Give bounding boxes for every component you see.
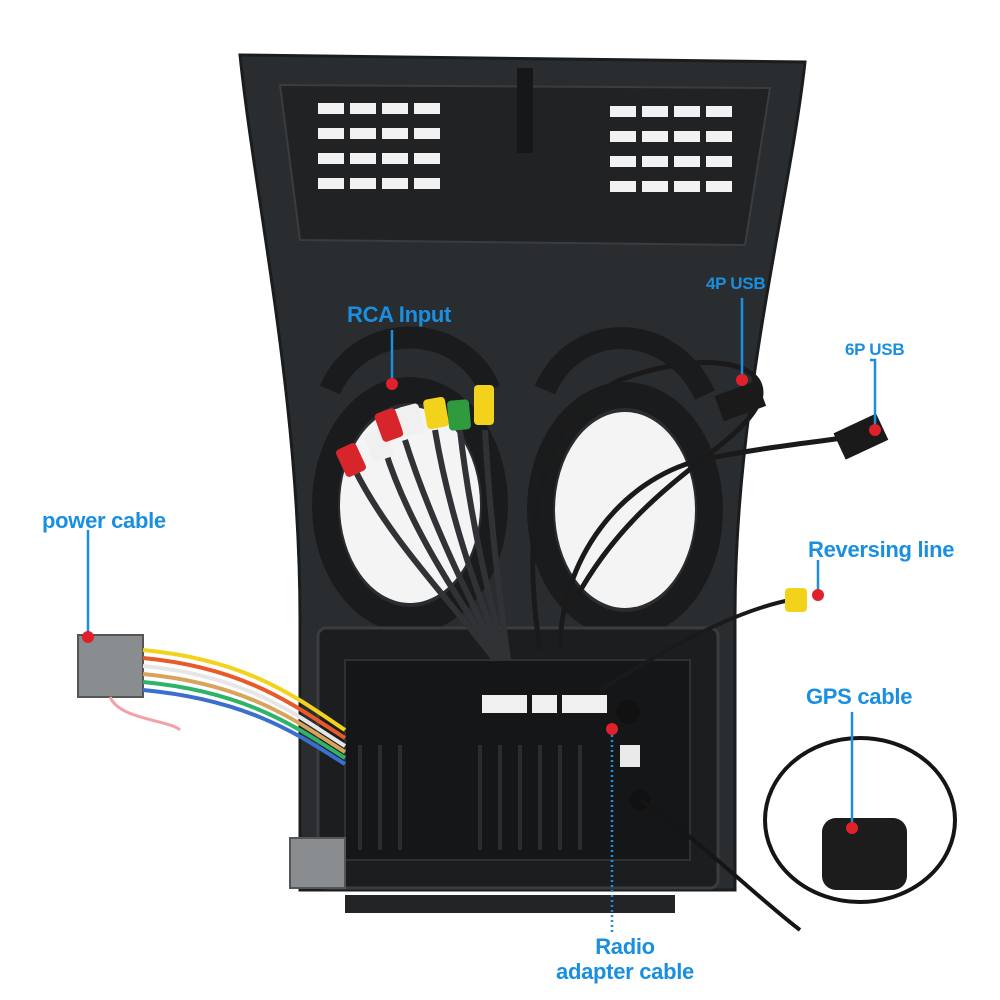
reversing-cable bbox=[598, 598, 791, 692]
vent-slots-left bbox=[318, 103, 440, 189]
top-shelf bbox=[278, 83, 772, 247]
usb-4p-label: 4P USB bbox=[706, 274, 766, 293]
rca-input-label: RCA Input bbox=[347, 302, 452, 327]
power-connector bbox=[77, 634, 144, 698]
radio-adapter-line2: adapter cable bbox=[556, 959, 694, 984]
rca-plugs bbox=[336, 385, 494, 477]
vent-slots-right bbox=[610, 106, 732, 192]
usb-cables bbox=[530, 360, 889, 651]
gps-cable-label: GPS cable bbox=[806, 684, 913, 709]
callout-pins bbox=[82, 374, 881, 834]
speaker-connector bbox=[289, 837, 346, 889]
vent-ring-left bbox=[312, 377, 508, 633]
reversing-line-label: Reversing line bbox=[808, 537, 955, 562]
center-clip bbox=[517, 68, 533, 153]
gps-antenna bbox=[638, 736, 957, 932]
rca-cables bbox=[352, 429, 511, 662]
radio-adapter-label: Radio adapter cable bbox=[550, 934, 700, 984]
power-harness-wires bbox=[108, 648, 347, 766]
callout-lines bbox=[86, 298, 877, 932]
power-cable-label: power cable bbox=[42, 508, 166, 533]
usb-6p-label: 6P USB bbox=[845, 340, 905, 359]
radio-adapter-line1: Radio bbox=[595, 934, 655, 959]
vent-ring-right bbox=[527, 382, 723, 638]
